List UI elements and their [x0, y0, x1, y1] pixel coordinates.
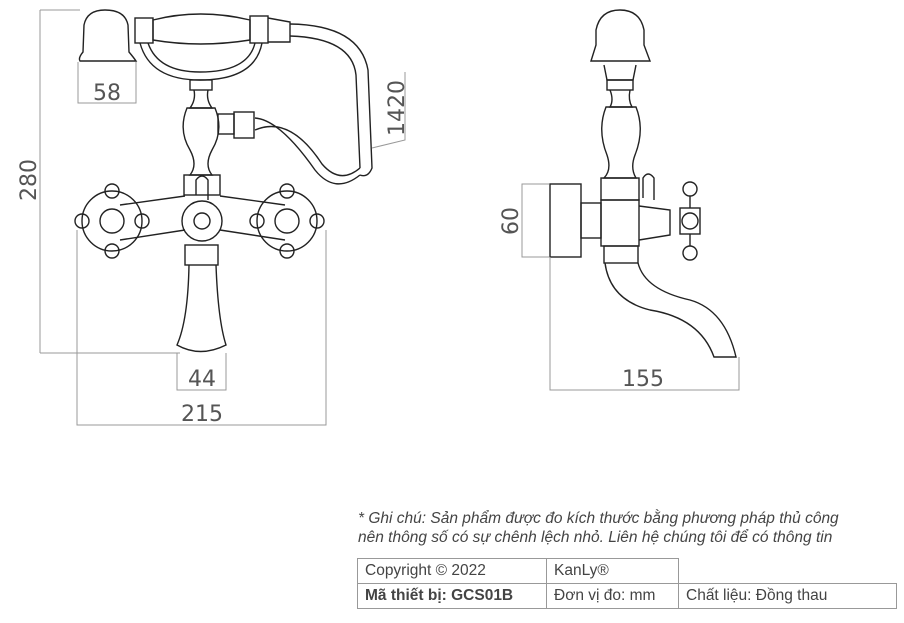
unit-cell: Đơn vị đo: mm [546, 583, 679, 609]
copyright-cell: Copyright © 2022 [357, 558, 547, 584]
model-code-cell: Mã thiết bị: GCS01B [357, 583, 547, 609]
dim-58: 58 [93, 81, 121, 106]
dim-280: 280 [17, 159, 42, 201]
side-dimension-lines [521, 183, 740, 391]
note-line-1: * Ghi chú: Sản phẩm được đo kích thước b… [358, 510, 839, 527]
front-view [74, 9, 373, 353]
dim-215: 215 [181, 402, 223, 427]
empty-cell [678, 558, 896, 584]
table-row: Mã thiết bị: GCS01B Đơn vị đo: mm Chất l… [357, 583, 897, 609]
dim-44: 44 [188, 367, 216, 392]
spec-table: Copyright © 2022 KanLy® Mã thiết bị: GCS… [357, 558, 897, 609]
note-line-2: nên thông số có sự chênh lệch nhỏ. Liên … [358, 529, 833, 546]
measurement-note: * Ghi chú: Sản phẩm được đo kích thước b… [358, 509, 898, 547]
side-view [549, 9, 737, 358]
brand-cell: KanLy® [546, 558, 679, 584]
dim-1420: 1420 [385, 80, 410, 136]
front-dimension-lines [39, 9, 406, 426]
material-cell: Chất liệu: Đồng thau [678, 583, 897, 609]
table-row: Copyright © 2022 KanLy® [357, 558, 896, 584]
dim-60: 60 [499, 207, 524, 235]
technical-drawing: 58 1420 280 44 215 60 155 [17, 9, 740, 427]
dim-155: 155 [622, 367, 664, 392]
handshower-head-icon [78, 9, 138, 62]
